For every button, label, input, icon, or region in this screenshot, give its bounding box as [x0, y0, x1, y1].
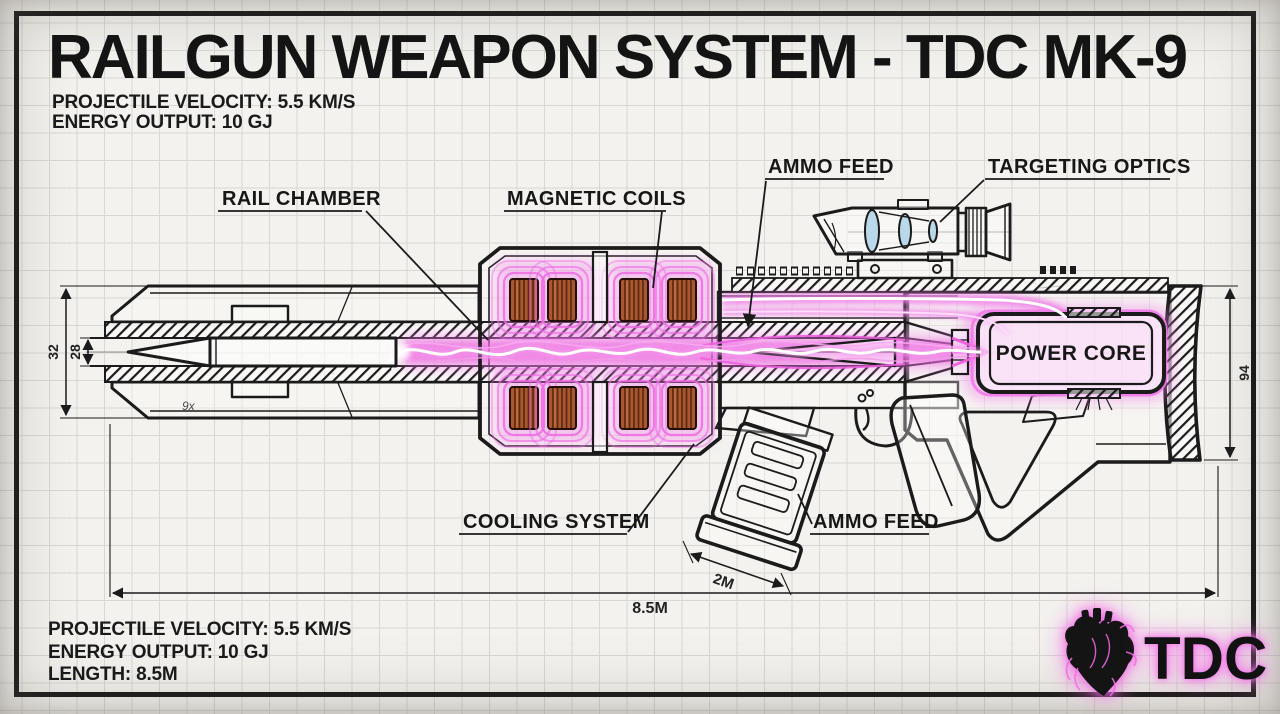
label-cooling-system: COOLING SYSTEM: [463, 511, 650, 533]
tdc-logo: TDC: [1062, 606, 1268, 706]
spec-velocity-bottom: PROJECTILE VELOCITY: 5.5 KM/S: [48, 619, 352, 640]
dim-label-housing-height: 32: [45, 344, 61, 360]
spec-length-bottom: LENGTH: 8.5M: [48, 664, 178, 685]
annotation-coil-note: 9x: [182, 399, 196, 413]
dim-label-bore-height: 28: [67, 344, 83, 360]
spec-energy-bottom: ENERGY OUTPUT: 10 GJ: [48, 641, 269, 663]
spec-energy: ENERGY OUTPUT: 10 GJ: [52, 111, 273, 133]
dim-magazine: [689, 552, 785, 588]
label-targeting-optics: TARGETING OPTICS: [988, 156, 1191, 178]
dim-label-overall-length: 8.5M: [632, 600, 668, 617]
label-ammo-feed-top: AMMO FEED: [768, 156, 894, 178]
targeting-optics-drawing: [736, 199, 1080, 280]
label-magnetic-coils: MAGNETIC COILS: [507, 188, 686, 210]
label-ammo-feed-bottom: AMMO FEED: [813, 511, 939, 533]
muzzle-projectile: [126, 336, 398, 368]
trigger-group: [854, 389, 914, 448]
magnetic-coils-assembly: [478, 246, 722, 456]
dim-label-magazine: 2M: [711, 570, 736, 593]
specs-bottom-block: PROJECTILE VELOCITY: 5.5 KM/S ENERGY OUT…: [48, 619, 351, 687]
page-title: RAILGUN WEAPON SYSTEM - TDC MK-9: [48, 23, 1188, 92]
blueprint-border: [14, 11, 1256, 697]
energy-conduits: [721, 297, 1068, 335]
dimension-lines: [60, 285, 1238, 599]
dim-label-stock-height: 94: [1236, 365, 1252, 381]
power-core-label: POWER CORE: [996, 342, 1147, 365]
anatomical-heart-icon: [1065, 608, 1137, 697]
spec-velocity: PROJECTILE VELOCITY: 5.5 KM/S: [52, 92, 356, 113]
leader-lines: [218, 178, 1170, 535]
pistol-grip: [889, 393, 982, 529]
specs-top-block: PROJECTILE VELOCITY: 5.5 KM/S ENERGY OUT…: [52, 93, 355, 132]
label-rail-chamber: RAIL CHAMBER: [222, 188, 381, 210]
tdc-logo-text: TDC: [1144, 625, 1268, 692]
